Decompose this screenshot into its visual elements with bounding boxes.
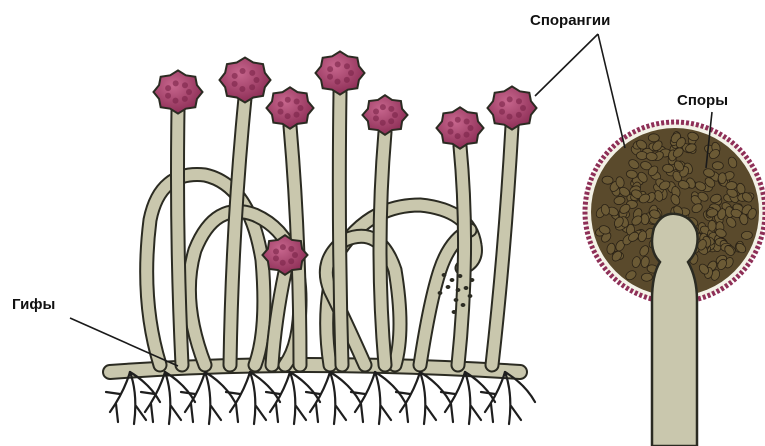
sporangiophore <box>178 110 183 365</box>
sporangium <box>363 95 408 135</box>
rhizoid <box>351 372 405 424</box>
sporangiophore <box>272 272 285 365</box>
sporangiophore <box>230 98 245 365</box>
sporangium <box>267 87 314 128</box>
rhizoid <box>266 372 320 424</box>
rhizoids <box>106 372 535 424</box>
sporangiophore <box>339 92 342 365</box>
rhizoid <box>441 372 495 424</box>
sporangiophore <box>492 126 512 365</box>
loop-hypha <box>147 175 264 365</box>
rhizoid <box>306 372 360 424</box>
sporangia-label: Спорангии <box>530 12 610 29</box>
sporangium <box>263 235 308 275</box>
pointer-sporangia-left <box>535 34 598 96</box>
hyphae-label: Гифы <box>12 296 55 313</box>
rhizoid <box>141 372 195 424</box>
rhizoid <box>396 372 450 424</box>
pointer-sporangia-right <box>598 34 625 148</box>
sporangium <box>220 58 271 103</box>
looping-hyphae <box>147 175 476 365</box>
sporangium <box>488 86 537 129</box>
rhizoid <box>181 372 235 424</box>
rhizoid <box>226 372 280 424</box>
columella-stalk <box>652 214 698 446</box>
sporangium <box>154 70 203 113</box>
sporangiophore <box>380 132 385 365</box>
pointer-hyphae <box>70 318 178 366</box>
sporangium-cross-section <box>585 122 765 446</box>
rhizoid <box>481 372 535 424</box>
sporangiophore <box>458 146 465 365</box>
sporangium <box>437 107 484 148</box>
spores-label: Споры <box>677 92 728 109</box>
sporangium <box>316 51 365 94</box>
